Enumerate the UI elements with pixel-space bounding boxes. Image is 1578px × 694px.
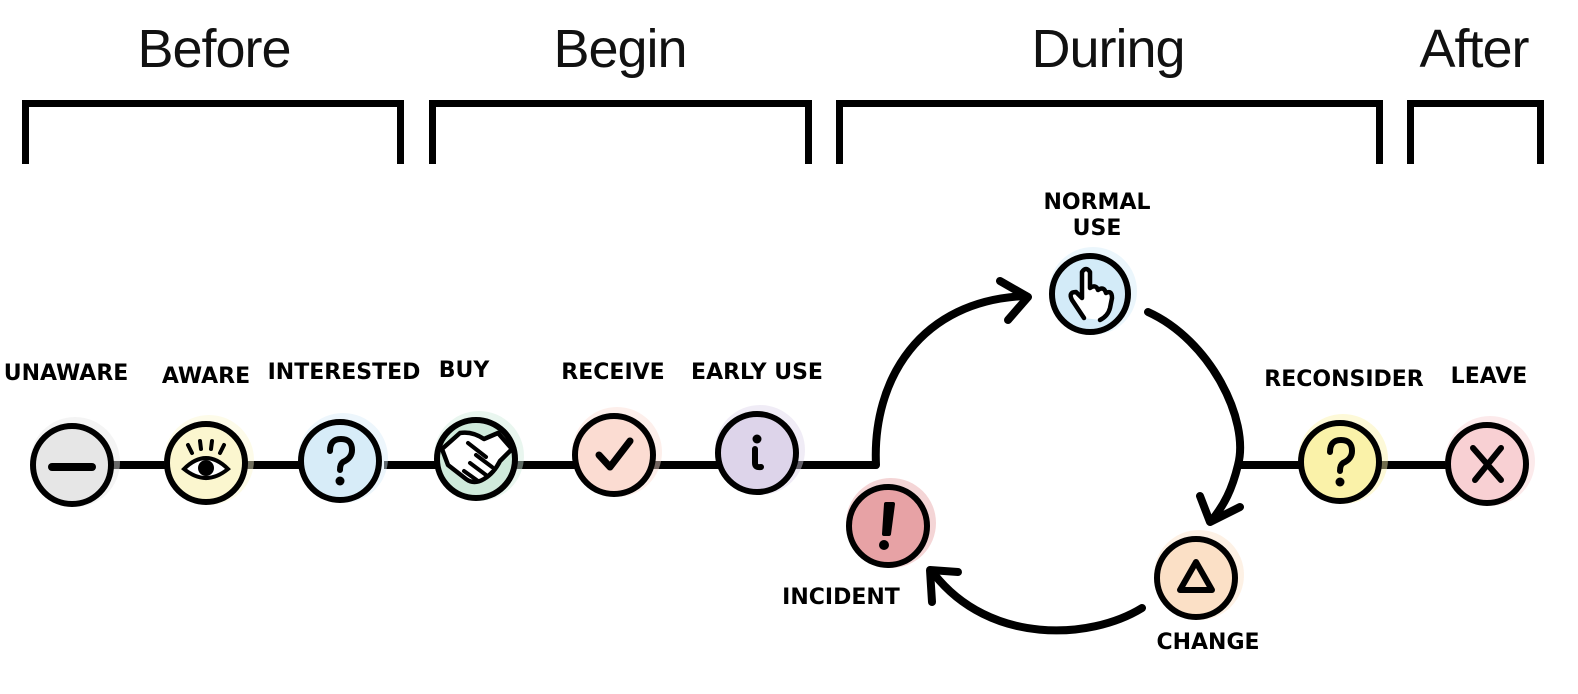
phase-bracket-during xyxy=(836,100,1383,164)
stage-label-unaware: UNAWARE xyxy=(3,361,129,386)
stage-label-receive: RECEIVE xyxy=(561,360,665,385)
stage-node-leave xyxy=(1445,416,1535,506)
stage-node-aware xyxy=(164,415,254,505)
stage-label-interested: INTERESTED xyxy=(267,360,421,385)
arrowhead-incident xyxy=(926,566,962,606)
stage-label-normal-use: NORMAL USE xyxy=(1044,190,1151,242)
phase-bracket-begin xyxy=(429,100,812,164)
phase-bracket-after xyxy=(1407,100,1544,164)
arrow-to-normal-use xyxy=(871,292,1030,469)
stage-label-normal-use-line-1: NORMAL xyxy=(1043,190,1151,215)
arrowhead-change xyxy=(1196,492,1244,526)
stage-node-interested xyxy=(298,413,388,503)
stage-node-change xyxy=(1154,530,1244,620)
phase-title-during: During xyxy=(1031,19,1185,79)
stage-label-incident: INCIDENT xyxy=(782,585,900,610)
stage-node-receive xyxy=(572,407,662,497)
stage-node-buy xyxy=(434,411,524,501)
pointing-hand-icon xyxy=(1068,266,1115,323)
stage-node-circle-receive xyxy=(572,413,656,497)
arrow-to-change xyxy=(1144,308,1245,524)
arrowhead-normal-use xyxy=(996,277,1032,324)
stage-label-change: CHANGE xyxy=(1156,630,1260,655)
triangle-icon xyxy=(1177,559,1215,593)
phase-title-begin: Begin xyxy=(553,19,687,79)
stage-node-reconsider xyxy=(1298,414,1388,504)
phase-title-after: After xyxy=(1419,19,1529,79)
stage-label-reconsider: RECONSIDER xyxy=(1264,367,1424,392)
eye-icon xyxy=(181,439,231,480)
stage-node-normal-use xyxy=(1049,247,1137,335)
stage-node-early-use xyxy=(715,405,805,495)
stage-node-unaware xyxy=(30,417,120,507)
info-icon xyxy=(752,434,764,471)
question-icon xyxy=(327,435,356,486)
phase-bracket-before xyxy=(22,100,404,164)
stage-label-buy: BUY xyxy=(438,358,490,383)
stage-node-incident xyxy=(846,478,936,568)
stage-label-early-use: EARLY USE xyxy=(691,360,823,385)
exclamation-icon xyxy=(879,502,895,550)
x-icon xyxy=(1470,445,1504,483)
checkmark-icon xyxy=(595,437,634,471)
phase-title-before: Before xyxy=(137,19,291,79)
stage-label-normal-use-line-2: USE xyxy=(1072,216,1122,241)
stage-label-leave: LEAVE xyxy=(1450,364,1528,389)
stage-node-circle-change xyxy=(1154,536,1238,620)
handshake-icon xyxy=(439,430,515,485)
stage-label-aware: AWARE xyxy=(161,364,251,389)
question-icon xyxy=(1327,436,1356,487)
arrow-to-incident xyxy=(930,570,1146,635)
